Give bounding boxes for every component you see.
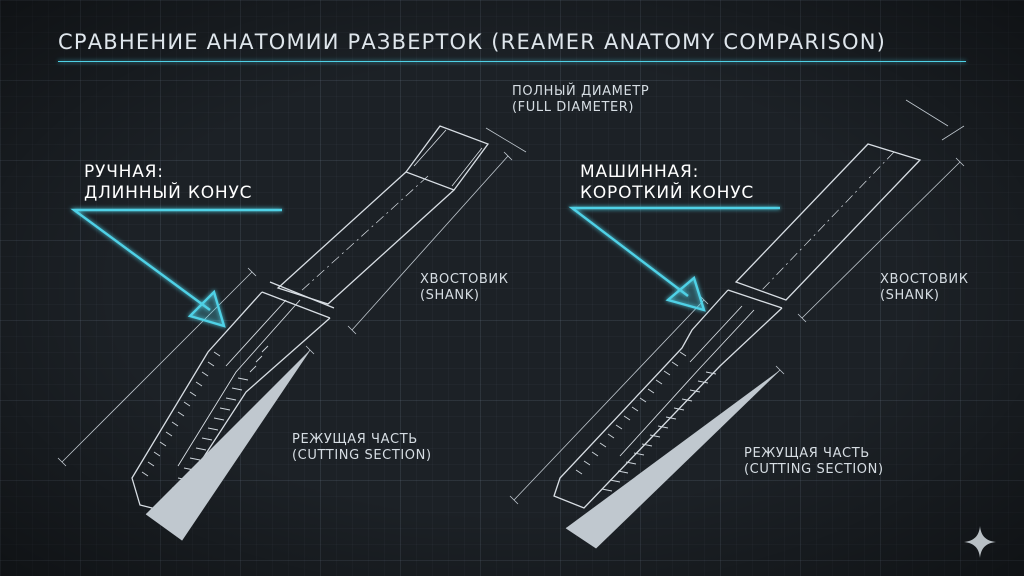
title-underline bbox=[58, 61, 966, 62]
full-diameter-en: (FULL DIAMETER) bbox=[512, 100, 635, 115]
machine-cutting-label: РЕЖУЩАЯ ЧАСТЬ (CUTTING SECTION) bbox=[744, 446, 884, 478]
hand-reamer-drawing bbox=[131, 125, 490, 513]
full-diameter-label: ПОЛНЫЙ ДИАМЕТР (FULL DIAMETER) bbox=[512, 84, 649, 116]
machine-shank-label: ХВОСТОВИК (SHANK) bbox=[880, 272, 969, 304]
hand-shank-en: (SHANK) bbox=[420, 288, 480, 303]
machine-reamer-teeth bbox=[575, 351, 717, 492]
hand-reamer-dimensions bbox=[57, 127, 527, 541]
hand-callout-arrow bbox=[70, 208, 282, 328]
machine-shank-en: (SHANK) bbox=[880, 288, 940, 303]
hand-cutting-ru: РЕЖУЩАЯ ЧАСТЬ bbox=[292, 432, 418, 447]
sparkle-icon bbox=[964, 526, 996, 558]
machine-cutting-ru: РЕЖУЩАЯ ЧАСТЬ bbox=[744, 446, 870, 461]
hand-reamer-cutting-section bbox=[131, 291, 331, 513]
machine-reamer-dimensions bbox=[509, 99, 965, 549]
hand-cutting-label: РЕЖУЩАЯ ЧАСТЬ (CUTTING SECTION) bbox=[292, 432, 432, 464]
machine-cutting-en: (CUTTING SECTION) bbox=[744, 462, 884, 477]
machine-callout-line2: КОРОТКИЙ КОНУС bbox=[580, 183, 755, 203]
page-title: СРАВНЕНИЕ АНАТОМИИ РАЗВЕРТОК (REAMER ANA… bbox=[58, 30, 887, 54]
hand-callout: РУЧНАЯ: ДЛИННЫЙ КОНУС bbox=[84, 162, 252, 204]
machine-reamer-shank bbox=[734, 143, 922, 301]
hand-cutting-en: (CUTTING SECTION) bbox=[292, 448, 432, 463]
hand-shank-label: ХВОСТОВИК (SHANK) bbox=[420, 272, 509, 304]
hand-callout-line1: РУЧНАЯ: bbox=[84, 162, 164, 182]
machine-callout: МАШИННАЯ: КОРОТКИЙ КОНУС bbox=[580, 162, 754, 204]
hand-callout-line2: ДЛИННЫЙ КОНУС bbox=[84, 183, 253, 203]
machine-reamer-drawing bbox=[553, 143, 922, 509]
machine-callout-arrow bbox=[568, 206, 780, 312]
machine-reamer-cutting-section bbox=[553, 289, 783, 509]
machine-callout-line1: МАШИННАЯ: bbox=[580, 162, 700, 182]
machine-shank-ru: ХВОСТОВИК bbox=[880, 272, 969, 287]
full-diameter-ru: ПОЛНЫЙ ДИАМЕТР bbox=[512, 84, 650, 99]
hand-reamer-square-end bbox=[404, 125, 490, 191]
hand-shank-ru: ХВОСТОВИК bbox=[420, 272, 509, 287]
